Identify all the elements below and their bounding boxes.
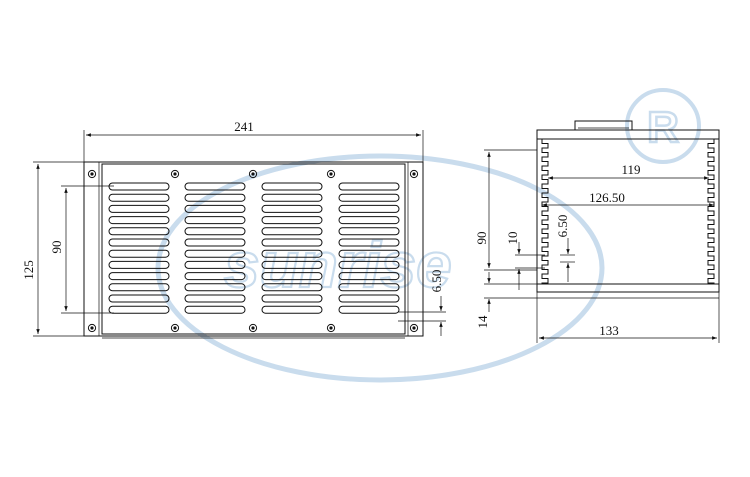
mounting-hole: [248, 323, 258, 333]
side-view-left-comb-wall: [541, 139, 549, 284]
side-view-right-comb-wall: [707, 139, 715, 284]
louvre-slot: [184, 238, 246, 247]
mounting-hole-center: [412, 172, 416, 176]
mounting-hole: [87, 323, 97, 333]
louvre-slot: [338, 294, 400, 303]
louvre-slot: [338, 216, 400, 225]
louvre-slot: [261, 305, 323, 314]
louvre-slots: [108, 182, 400, 314]
louvre-slot: [261, 283, 323, 292]
front-view-outer-frame: [83, 161, 424, 337]
louvre-slot: [261, 249, 323, 258]
louvre-slot: [184, 294, 246, 303]
mounting-hole: [170, 323, 180, 333]
louvre-slot: [184, 204, 246, 213]
louvre-slot: [108, 294, 170, 303]
louvre-slot: [261, 193, 323, 202]
dim-side-650-label: 6.50: [555, 215, 570, 238]
mounting-hole-center: [90, 326, 94, 330]
side-view: 119 126.50 90 14 10 6.50 133: [474, 120, 720, 343]
mounting-hole-center: [173, 172, 177, 176]
louvre-slot: [338, 272, 400, 281]
mounting-hole-center: [173, 326, 177, 330]
louvre-slot: [338, 227, 400, 236]
mounting-hole: [326, 323, 336, 333]
louvre-slot: [184, 193, 246, 202]
louvre-slot: [261, 216, 323, 225]
mounting-hole-center: [329, 326, 333, 330]
louvre-slot: [184, 283, 246, 292]
louvre-slot: [108, 182, 170, 191]
louvre-slot: [184, 272, 246, 281]
louvre-slot: [108, 204, 170, 213]
louvre-slot: [184, 227, 246, 236]
louvre-slot: [338, 238, 400, 247]
front-view-louvre-panel: [101, 163, 406, 335]
side-view-handle: [574, 120, 633, 131]
louvre-slot: [261, 272, 323, 281]
dim-90-label: 90: [49, 241, 64, 254]
louvre-slot: [338, 204, 400, 213]
front-view: 241 125 90 6.50: [21, 119, 446, 339]
mounting-hole: [409, 323, 419, 333]
louvre-slot: [184, 216, 246, 225]
watermark: sunrise R: [155, 88, 701, 383]
dim-125-label: 125: [21, 260, 36, 280]
mounting-hole: [409, 169, 419, 179]
louvre-slot: [108, 238, 170, 247]
louvre-slot: [184, 260, 246, 269]
louvre-slot: [338, 193, 400, 202]
louvre-slot: [108, 305, 170, 314]
registered-mark-circle: [625, 88, 701, 164]
louvre-slot: [108, 227, 170, 236]
louvre-slot: [108, 216, 170, 225]
mounting-hole: [248, 169, 258, 179]
louvre-slot: [108, 193, 170, 202]
dim-133-label: 133: [599, 323, 619, 338]
louvre-slot: [108, 272, 170, 281]
louvre-slot: [108, 260, 170, 269]
mounting-hole-center: [412, 326, 416, 330]
registered-mark-letter: R: [647, 103, 679, 152]
louvre-slot: [261, 204, 323, 213]
louvre-slot: [261, 260, 323, 269]
louvre-slot: [338, 260, 400, 269]
mounting-hole: [326, 169, 336, 179]
side-view-top-plate: [536, 129, 720, 140]
louvre-slot: [261, 294, 323, 303]
mounting-hole-center: [329, 172, 333, 176]
mounting-hole-center: [90, 172, 94, 176]
dim-side-90-label: 90: [474, 232, 489, 245]
louvre-slot: [108, 283, 170, 292]
louvre-slot: [338, 283, 400, 292]
dim-241-label: 241: [234, 119, 254, 134]
mounting-hole: [170, 169, 180, 179]
dim-650-label: 6.50: [429, 270, 444, 293]
louvre-slot: [261, 227, 323, 236]
watermark-logo-text: sunrise: [224, 229, 452, 301]
mounting-hole: [87, 169, 97, 179]
louvre-slot: [184, 305, 246, 314]
louvre-slot: [338, 249, 400, 258]
side-view-bottom-plate: [536, 283, 720, 293]
mounting-hole-center: [251, 326, 255, 330]
louvre-slot: [184, 249, 246, 258]
louvre-slot: [108, 249, 170, 258]
dim-14-label: 14: [475, 315, 490, 329]
louvre-slot: [261, 182, 323, 191]
louvre-slot: [261, 238, 323, 247]
dim-12650-label: 126.50: [589, 190, 625, 205]
mounting-hole-center: [251, 172, 255, 176]
louvre-slot: [184, 182, 246, 191]
louvre-slot: [338, 305, 400, 314]
dim-119-label: 119: [621, 162, 640, 177]
louvre-slot: [338, 182, 400, 191]
mounting-holes: [87, 169, 419, 333]
dim-10-label: 10: [505, 232, 520, 245]
